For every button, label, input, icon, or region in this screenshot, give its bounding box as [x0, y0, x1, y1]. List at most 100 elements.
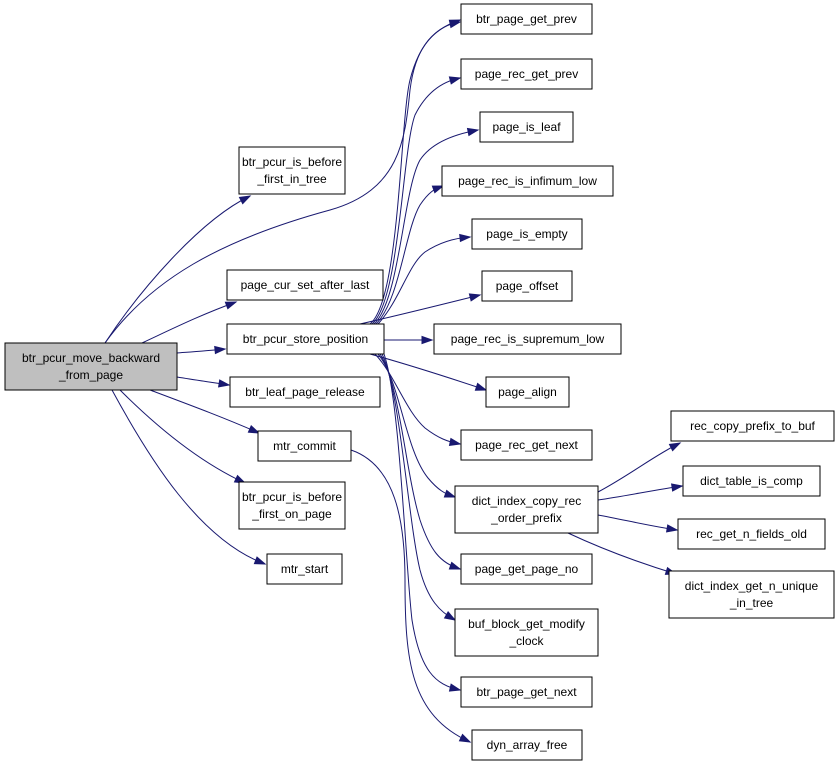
- node-btr-page-get-next[interactable]: btr_page_get_next: [460, 676, 593, 708]
- node-label: page_is_leaf: [492, 120, 561, 134]
- node-page-cur-set-after-last[interactable]: page_cur_set_after_last: [226, 269, 384, 301]
- arrow-head-icon: [421, 335, 434, 345]
- edge-btr_pcur_store_position-to-page_is_empty: [377, 233, 472, 325]
- edge-btr_pcur_store_position-to-dict_index_copy_rec_order_prefix: [377, 353, 457, 498]
- edge-dict_index_copy_rec_order_prefix-to-dict_table_is_comp: [597, 483, 684, 501]
- arrow-head-icon: [448, 437, 462, 446]
- node-box: [238, 481, 346, 530]
- edge-line: [369, 21, 461, 325]
- node-buf-block-get-modify-clock[interactable]: buf_block_get_modify_clock: [454, 608, 599, 657]
- node-dict-table-is-comp[interactable]: dict_table_is_comp: [682, 465, 821, 497]
- node-box: [441, 165, 614, 197]
- arrow-head-icon: [468, 293, 482, 302]
- node-btr-pcur-store-position[interactable]: btr_pcur_store_position: [226, 323, 385, 355]
- node-page-align[interactable]: page_align: [485, 376, 570, 408]
- edge-btr_pcur_store_position-to-page_is_leaf: [373, 127, 480, 325]
- edge-btr_pcur_store_position-to-btr_page_get_prev: [369, 20, 462, 325]
- node-label: btr_pcur_is_before: [242, 490, 342, 504]
- edge-btr_pcur_store_position-to-page_rec_get_prev: [371, 76, 462, 325]
- node-page-get-page-no[interactable]: page_get_page_no: [460, 553, 593, 585]
- node-box: [238, 146, 346, 195]
- node-box: [460, 429, 593, 461]
- node-box: [682, 465, 821, 497]
- edge-root-to-page_cur_set_after_last: [141, 301, 238, 344]
- call-graph-edges: [104, 19, 684, 743]
- edge-line: [149, 389, 260, 434]
- node-box: [460, 676, 593, 708]
- node-label: _from_page: [58, 368, 123, 382]
- node-dyn-array-free[interactable]: dyn_array_free: [471, 729, 583, 761]
- edge-dict_index_copy_rec_order_prefix-to-rec_get_n_fields_old: [597, 514, 679, 533]
- edge-root-to-btr_leaf_page_release: [176, 376, 231, 388]
- node-btr-leaf-page-release[interactable]: btr_leaf_page_release: [229, 376, 381, 408]
- node-page-rec-get-next[interactable]: page_rec_get_next: [460, 429, 593, 461]
- node-rec-get-n-fields-old[interactable]: rec_get_n_fields_old: [677, 518, 826, 550]
- edge-btr_pcur_store_position-to-page_align: [369, 353, 488, 391]
- arrow-head-icon: [665, 524, 679, 533]
- node-label: page_align: [498, 385, 557, 399]
- edge-root-to-btr_pcur_store_position: [176, 345, 227, 355]
- node-page-rec-get-prev[interactable]: page_rec_get_prev: [460, 58, 593, 90]
- edge-line: [104, 195, 251, 344]
- node-box: [460, 553, 593, 585]
- node-box: [226, 323, 385, 355]
- node-box: [479, 111, 574, 143]
- node-mtr-start[interactable]: mtr_start: [266, 553, 343, 585]
- node-label: page_rec_is_supremum_low: [451, 332, 605, 346]
- node-box: [460, 58, 593, 90]
- edge-root-to-mtr_commit: [149, 389, 261, 434]
- node-root[interactable]: btr_pcur_move_backward_from_page: [4, 342, 178, 391]
- node-page-rec-is-infimum-low[interactable]: page_rec_is_infimum_low: [441, 165, 614, 197]
- node-box: [670, 410, 835, 442]
- edge-root-to-mtr_start: [111, 389, 267, 565]
- node-box: [471, 729, 583, 761]
- arrow-head-icon: [458, 733, 472, 743]
- edge-line: [141, 301, 237, 344]
- node-label: page_get_page_no: [475, 562, 579, 576]
- node-label: dyn_array_free: [487, 738, 568, 752]
- node-label: page_rec_get_next: [475, 438, 578, 452]
- node-box: [257, 430, 352, 462]
- node-btr-page-get-prev[interactable]: btr_page_get_prev: [460, 3, 593, 35]
- node-page-is-leaf[interactable]: page_is_leaf: [479, 111, 574, 143]
- node-label: _first_in_tree: [256, 172, 327, 186]
- edge-line: [369, 353, 487, 391]
- node-dict-index-copy-rec-order-prefix[interactable]: dict_index_copy_rec _order_prefix: [454, 485, 599, 534]
- edge-line: [381, 353, 456, 621]
- node-page-rec-is-supremum-low[interactable]: page_rec_is_supremum_low: [433, 323, 622, 355]
- node-label: btr_page_get_prev: [476, 12, 577, 26]
- arrow-head-icon: [474, 382, 488, 391]
- node-dict-index-get-n-unique-in-tree[interactable]: dict_index_get_n_unique_in_tree: [668, 570, 835, 619]
- node-page-is-empty[interactable]: page_is_empty: [471, 218, 583, 250]
- node-box: [471, 218, 583, 250]
- node-box: [433, 323, 622, 355]
- arrow-head-icon: [448, 683, 462, 692]
- node-label: dict_table_is_comp: [700, 474, 803, 488]
- arrow-head-icon: [459, 233, 472, 243]
- node-mtr-commit[interactable]: mtr_commit: [257, 430, 352, 462]
- arrow-head-icon: [238, 195, 252, 205]
- node-label: _first_on_page: [251, 507, 332, 521]
- node-before-first-in-tree[interactable]: btr_pcur_is_before_first_in_tree: [238, 146, 346, 195]
- arrow-head-icon: [443, 489, 457, 498]
- edge-btr_pcur_store_position-to-buf_block_get_modify_clock: [381, 353, 457, 621]
- node-label: dict_index_copy_rec: [472, 494, 581, 508]
- edge-line: [350, 449, 471, 743]
- node-box: [481, 270, 573, 302]
- node-box: [4, 342, 178, 391]
- edge-line: [377, 236, 471, 325]
- node-box: [485, 376, 570, 408]
- edge-btr_pcur_store_position-to-page_rec_is_supremum_low: [384, 335, 434, 345]
- node-label: btr_leaf_page_release: [245, 385, 365, 399]
- node-box: [677, 518, 826, 550]
- edge-line: [111, 389, 266, 565]
- arrow-head-icon: [448, 76, 462, 85]
- edge-line: [377, 353, 456, 498]
- node-label: _order_prefix: [490, 511, 562, 525]
- node-rec-copy-prefix-to-buf[interactable]: rec_copy_prefix_to_buf: [670, 410, 835, 442]
- node-before-first-on-page[interactable]: btr_pcur_is_before _first_on_page: [238, 481, 346, 530]
- node-label: page_rec_get_prev: [475, 67, 578, 81]
- node-box: [460, 3, 593, 35]
- node-page-offset[interactable]: page_offset: [481, 270, 573, 302]
